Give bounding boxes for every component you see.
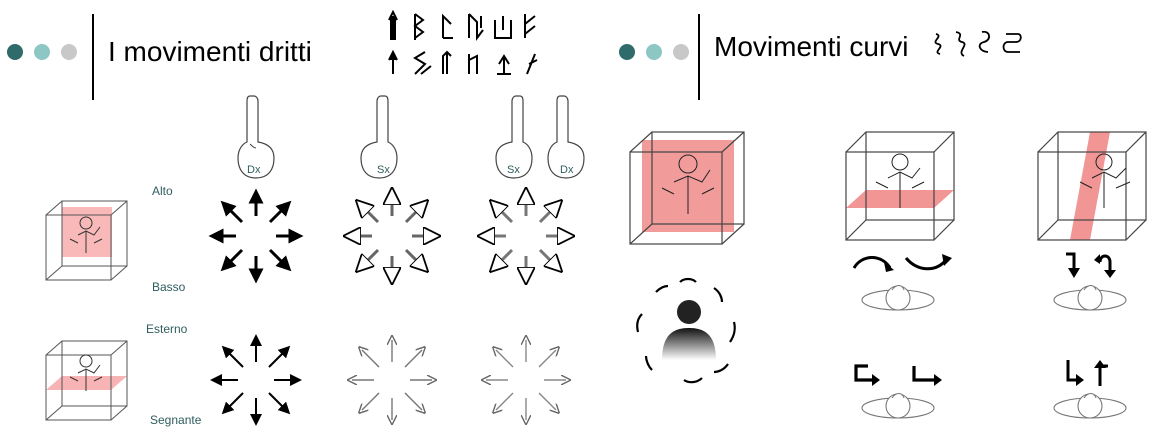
plane-label-segnante: Segnante [150,413,202,427]
arrow-wheel-open-both-icon [474,184,578,288]
hook-arrows-horizontal-icon [854,364,942,386]
arrow-wheel-open-icon [340,184,444,288]
cube-sagittal-plane-icon [1037,131,1147,241]
head-top-view-icon-2 [1053,284,1127,311]
right-title: Movimenti curvi [714,31,909,62]
signwriting-curved-symbols-icon [934,30,1022,57]
head-top-view-icon-3 [861,392,935,419]
hand-label-sx: Sx [377,164,390,176]
cube-floor-plane-large-icon [845,131,955,241]
bullet-dot-dark-right [619,44,635,60]
hand-label-sx2: Sx [507,164,520,176]
cube-wall-plane-large-icon [629,131,745,245]
head-top-view-icon [861,284,935,311]
hand-dx2-icon [547,95,585,179]
hand-label-dx2: Dx [560,164,574,176]
plane-label-alto: Alto [152,184,173,198]
signwriting-straight-symbols-icon [388,9,538,75]
hook-arrows-vertical-icon [1066,360,1108,386]
hand-dx-icon [237,95,275,179]
bullet-dot-mid [34,44,50,60]
plane-label-basso: Basso [152,280,186,294]
bullet-dot-light-right [673,44,689,60]
curved-arrows-vertical-icon [1066,252,1116,278]
hand-sx2-icon [495,95,533,179]
arrow-wheel-thin-open-icon [340,328,444,432]
arrow-wheel-thin-solid-icon [210,334,302,426]
rotation-around-person-icon [636,277,736,384]
cube-wall-plane-icon [45,200,128,281]
bullet-dot-mid-right [646,44,662,60]
hand-label-dx: Dx [247,164,261,176]
left-title: I movimenti dritti [108,36,312,67]
curved-arrows-horizontal-icon [852,254,952,272]
hand-sx-icon [360,95,398,179]
bullet-dot-light [61,44,77,60]
head-top-view-icon-4 [1053,392,1127,419]
arrow-wheel-thin-open-both-icon [474,328,578,432]
title-divider-right [698,14,700,100]
bullet-dot-dark [7,44,23,60]
title-divider [92,14,94,100]
plane-label-esterno: Esterno [146,322,188,336]
arrow-wheel-solid-icon [208,188,304,284]
cube-floor-plane-icon [45,340,128,421]
